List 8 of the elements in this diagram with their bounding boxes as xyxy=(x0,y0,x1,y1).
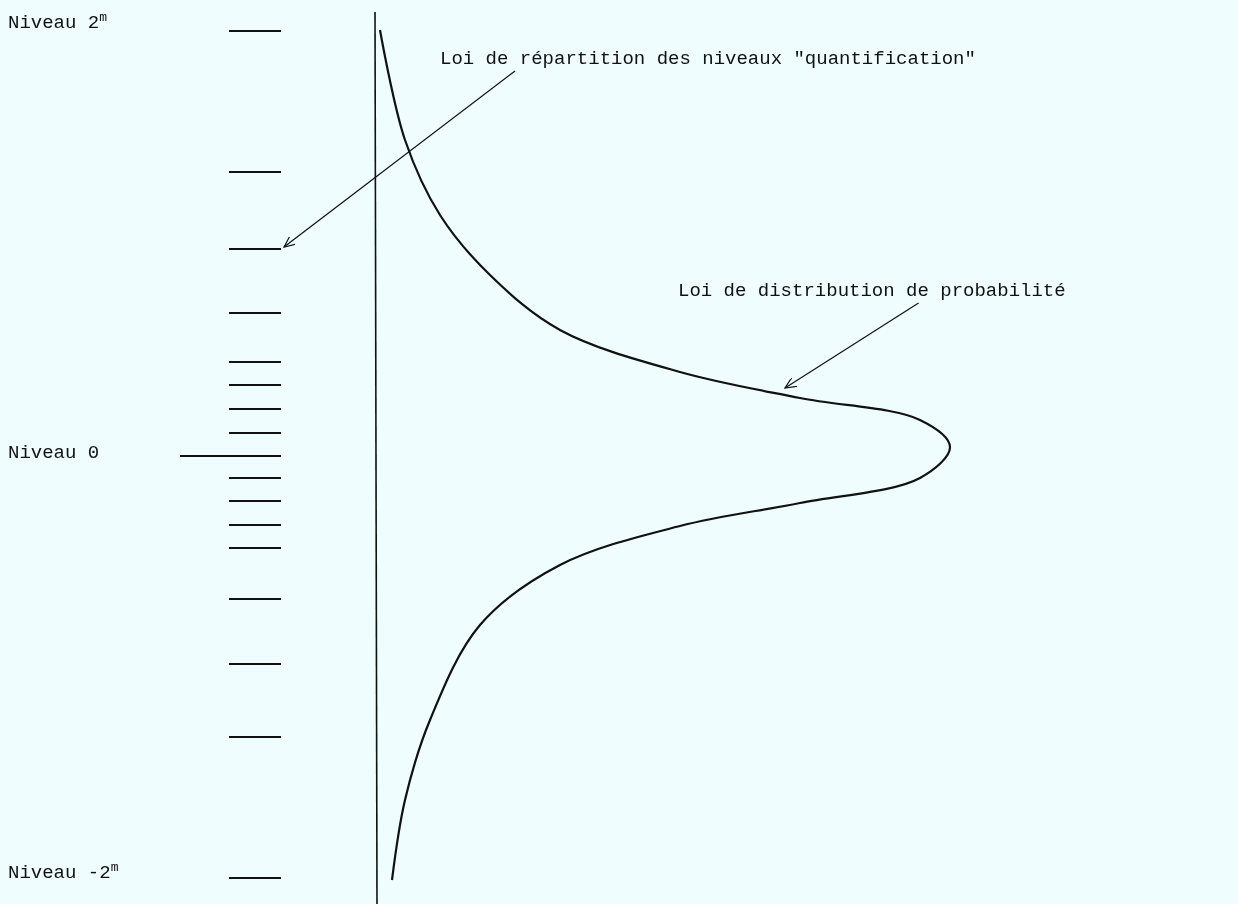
annotation-text: Loi de répartition des niveaux "quantification" xyxy=(440,48,976,71)
leader-line xyxy=(784,302,920,389)
level-tick xyxy=(229,248,281,250)
leader-line xyxy=(283,70,516,248)
level-label: Niveau 2$^{m}$ xyxy=(8,10,108,36)
level-label: Niveau 0 xyxy=(8,442,100,465)
level-label: Niveau -2$^{m}$ xyxy=(8,860,119,886)
annotation-text: Loi de distribution de probabilité xyxy=(678,280,1066,303)
